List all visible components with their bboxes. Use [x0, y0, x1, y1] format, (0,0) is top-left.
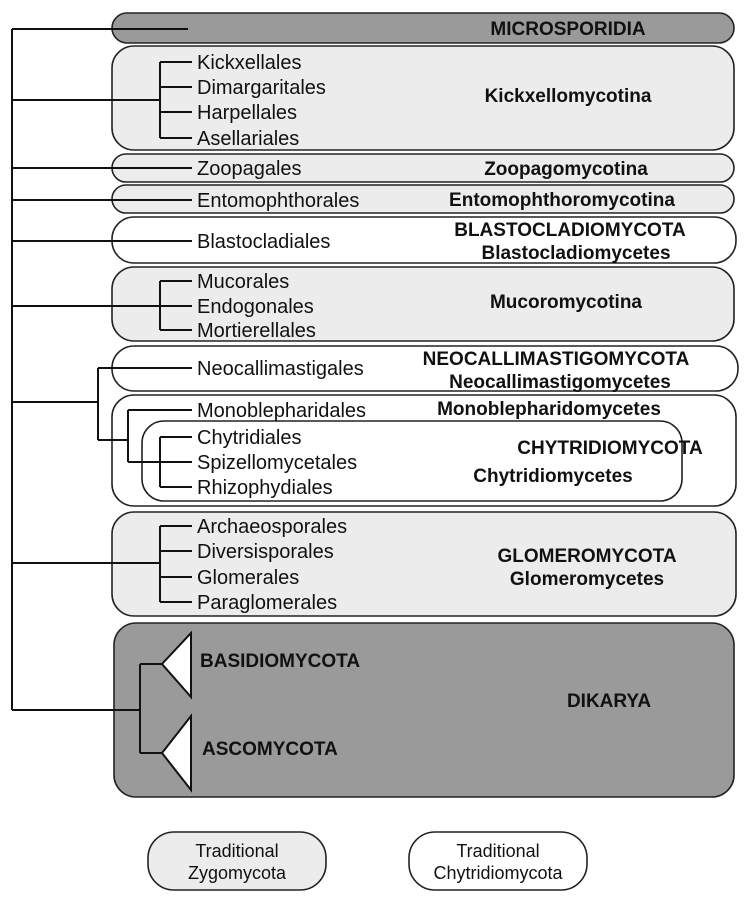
kickxellomycotina-box	[111, 45, 735, 151]
label-neocallimastigomycetes: Neocallimastigomycetes	[449, 372, 671, 393]
label-ascomycota: ASCOMYCOTA	[202, 739, 338, 760]
order-asellariales: Asellariales	[197, 128, 299, 150]
order-entomophthorales: Entomophthorales	[197, 190, 359, 212]
ascomycota-triangle	[160, 713, 192, 793]
order-glomerales: Glomerales	[197, 567, 299, 589]
label-blastocladiomycetes: Blastocladiomycetes	[481, 243, 670, 264]
label-blastocladiomycota: BLASTOCLADIOMYCOTA	[454, 220, 686, 241]
order-endogonales: Endogonales	[197, 296, 314, 318]
order-mucorales: Mucorales	[197, 271, 289, 293]
label-glomeromycetes: Glomeromycetes	[510, 569, 664, 590]
label-entomophthoromycotina: Entomophthoromycotina	[449, 190, 675, 211]
label-chytridiomycota: CHYTRIDIOMYCOTA	[517, 438, 703, 459]
label-glomeromycota: GLOMEROMYCOTA	[497, 546, 676, 567]
mucoromycotina-box	[111, 266, 735, 342]
order-kickxellales: Kickxellales	[197, 52, 301, 74]
legend-zygomycota-swatch	[147, 831, 327, 891]
order-spizellomycetales: Spizellomycetales	[197, 452, 357, 474]
label-neocallimastigomycota: NEOCALLIMASTIGOMYCOTA	[423, 349, 690, 370]
label-monoblepharidomycetes: Monoblepharidomycetes	[437, 399, 661, 420]
label-zoopagomycotina: Zoopagomycotina	[484, 159, 648, 180]
order-dimargaritales: Dimargaritales	[197, 77, 326, 99]
legend-chytridiomycota-line1: Traditional	[456, 841, 539, 861]
order-archaeosporales: Archaeosporales	[197, 516, 347, 538]
label-mucoromycotina: Mucoromycotina	[490, 292, 642, 313]
order-neocallimastigales: Neocallimastigales	[197, 358, 364, 380]
order-paraglomerales: Paraglomerales	[197, 592, 337, 614]
order-mortierellales: Mortierellales	[197, 320, 316, 342]
order-zoopagales: Zoopagales	[197, 158, 302, 180]
label-kickxellomycotina: Kickxellomycotina	[485, 86, 652, 107]
order-rhizophydiales: Rhizophydiales	[197, 477, 333, 499]
order-diversisporales: Diversisporales	[197, 541, 334, 563]
order-blastocladiales: Blastocladiales	[197, 231, 330, 253]
legend-chytridiomycota-line2: Chytridiomycota	[433, 863, 563, 883]
order-monoblepharidales: Monoblepharidales	[197, 400, 366, 422]
label-chytridiomycetes: Chytridiomycetes	[473, 466, 632, 487]
label-microsporidia: MICROSPORIDIA	[490, 19, 645, 40]
label-basidiomycota: BASIDIOMYCOTA	[200, 651, 360, 672]
basidiomycota-triangle	[160, 630, 192, 700]
legend-zygomycota-line1: Traditional	[195, 841, 278, 861]
label-dikarya: DIKARYA	[567, 691, 651, 712]
legend-chytridiomycota-swatch	[408, 831, 588, 891]
legend-zygomycota-line2: Zygomycota	[188, 863, 287, 883]
order-chytridiales: Chytridiales	[197, 427, 301, 449]
order-harpellales: Harpellales	[197, 102, 297, 124]
